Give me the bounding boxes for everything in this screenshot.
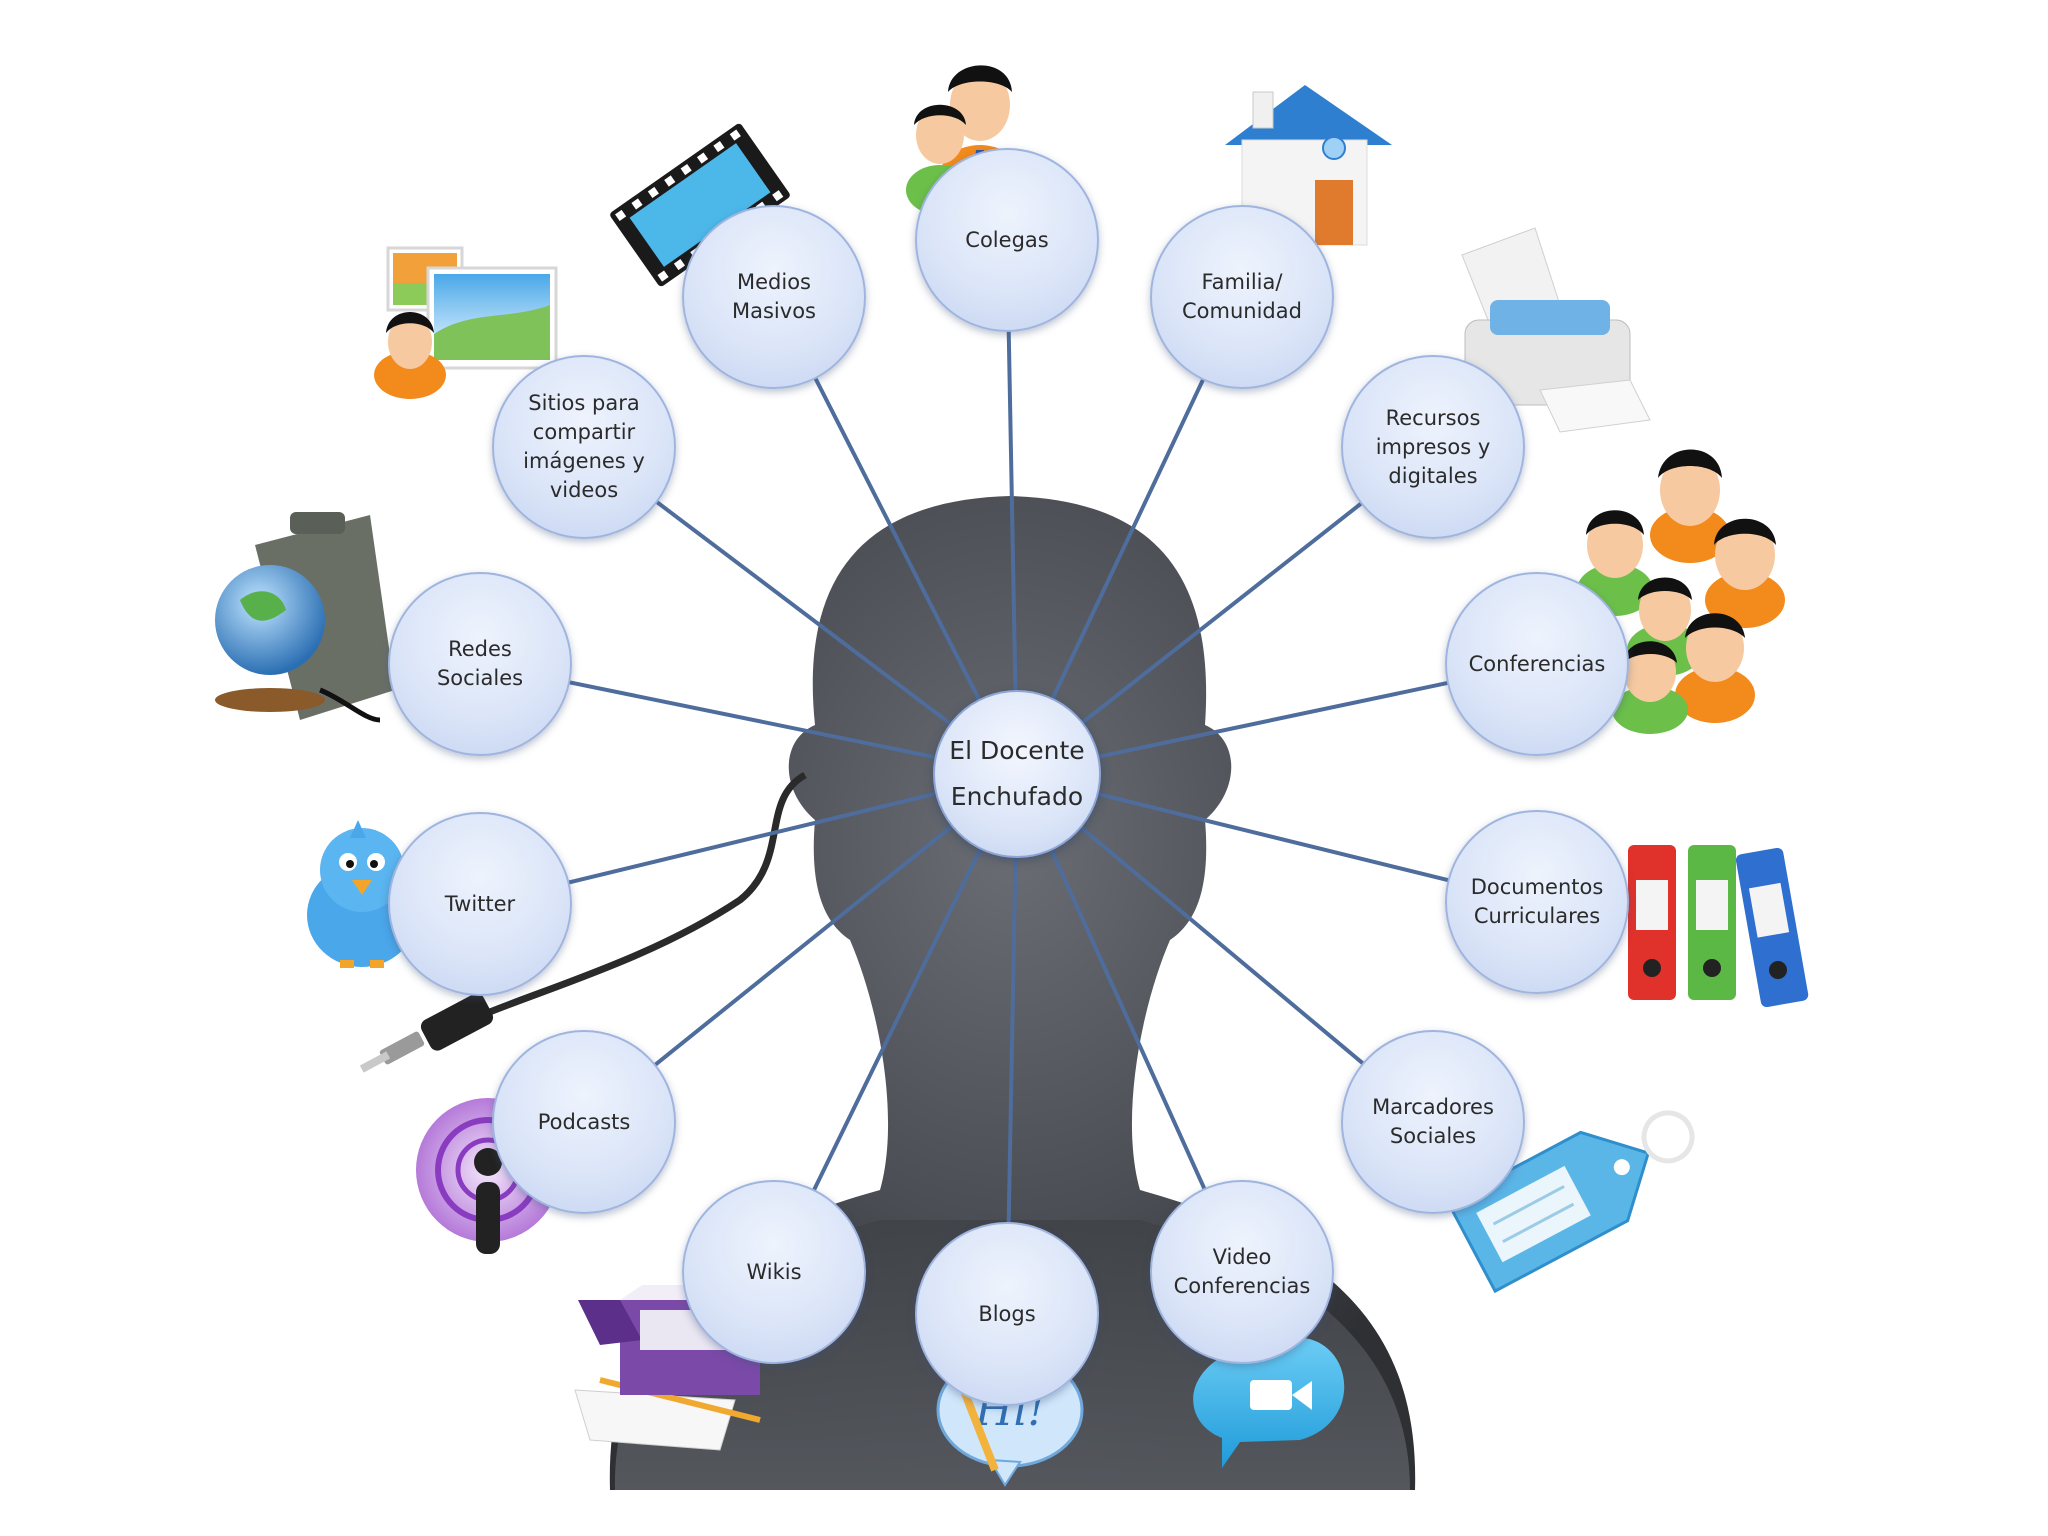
node-conferencias: Conferencias — [1445, 572, 1629, 756]
node-label-recursos: Recursos impresos y digitales — [1375, 405, 1491, 488]
node-sitios-imagenes-videos: Sitios para compartir imágenes y videos — [492, 355, 676, 539]
node-podcasts: Podcasts — [492, 1030, 676, 1214]
node-video-conferencias: Video Conferencias — [1150, 1180, 1334, 1364]
node-label-sitios-imagenes-videos: Sitios para compartir imágenes y videos — [523, 391, 645, 502]
node-twitter: Twitter — [388, 812, 572, 996]
node-familia-comunidad: Familia/ Comunidad — [1150, 205, 1334, 389]
center-node: El Docente Enchufado — [933, 690, 1101, 858]
photos-icon — [374, 246, 558, 399]
globe-bag-icon — [215, 512, 395, 723]
earphone-cable — [359, 771, 807, 1073]
node-label-medios-masivos: Medios Masivos — [732, 270, 816, 323]
node-label-twitter: Twitter — [444, 891, 516, 916]
node-label-documentos-curriculares: Documentos Curriculares — [1470, 875, 1604, 928]
node-marcadores-sociales: Marcadores Sociales — [1341, 1030, 1525, 1214]
node-documentos-curriculares: Documentos Curriculares — [1445, 810, 1629, 994]
center-label: El Docente Enchufado — [949, 736, 1085, 811]
node-recursos: Recursos impresos y digitales — [1341, 355, 1525, 539]
node-blogs: Blogs — [915, 1222, 1099, 1406]
node-redes-sociales: Redes Sociales — [388, 572, 572, 756]
node-label-blogs: Blogs — [978, 1301, 1036, 1326]
film-icon — [610, 123, 790, 287]
audience-icon — [1577, 449, 1785, 734]
binders-icon — [1628, 845, 1809, 1008]
video-chat-icon — [1193, 1337, 1345, 1468]
node-label-podcasts: Podcasts — [537, 1109, 631, 1134]
node-label-video-conferencias: Video Conferencias — [1173, 1245, 1311, 1298]
node-wikis: Wikis — [682, 1180, 866, 1364]
node-label-conferencias: Conferencias — [1468, 651, 1606, 676]
node-label-colegas: Colegas — [965, 227, 1049, 252]
node-label-redes-sociales: Redes Sociales — [436, 637, 524, 690]
node-medios-masivos: Medios Masivos — [682, 205, 866, 389]
tag-icon — [1446, 1110, 1695, 1294]
printer-icon — [1461, 227, 1651, 433]
node-colegas: Colegas — [915, 148, 1099, 332]
node-label-marcadores-sociales: Marcadores Sociales — [1372, 1095, 1494, 1148]
node-label-wikis: Wikis — [746, 1259, 802, 1284]
node-label-familia-comunidad: Familia/ Comunidad — [1182, 270, 1302, 323]
